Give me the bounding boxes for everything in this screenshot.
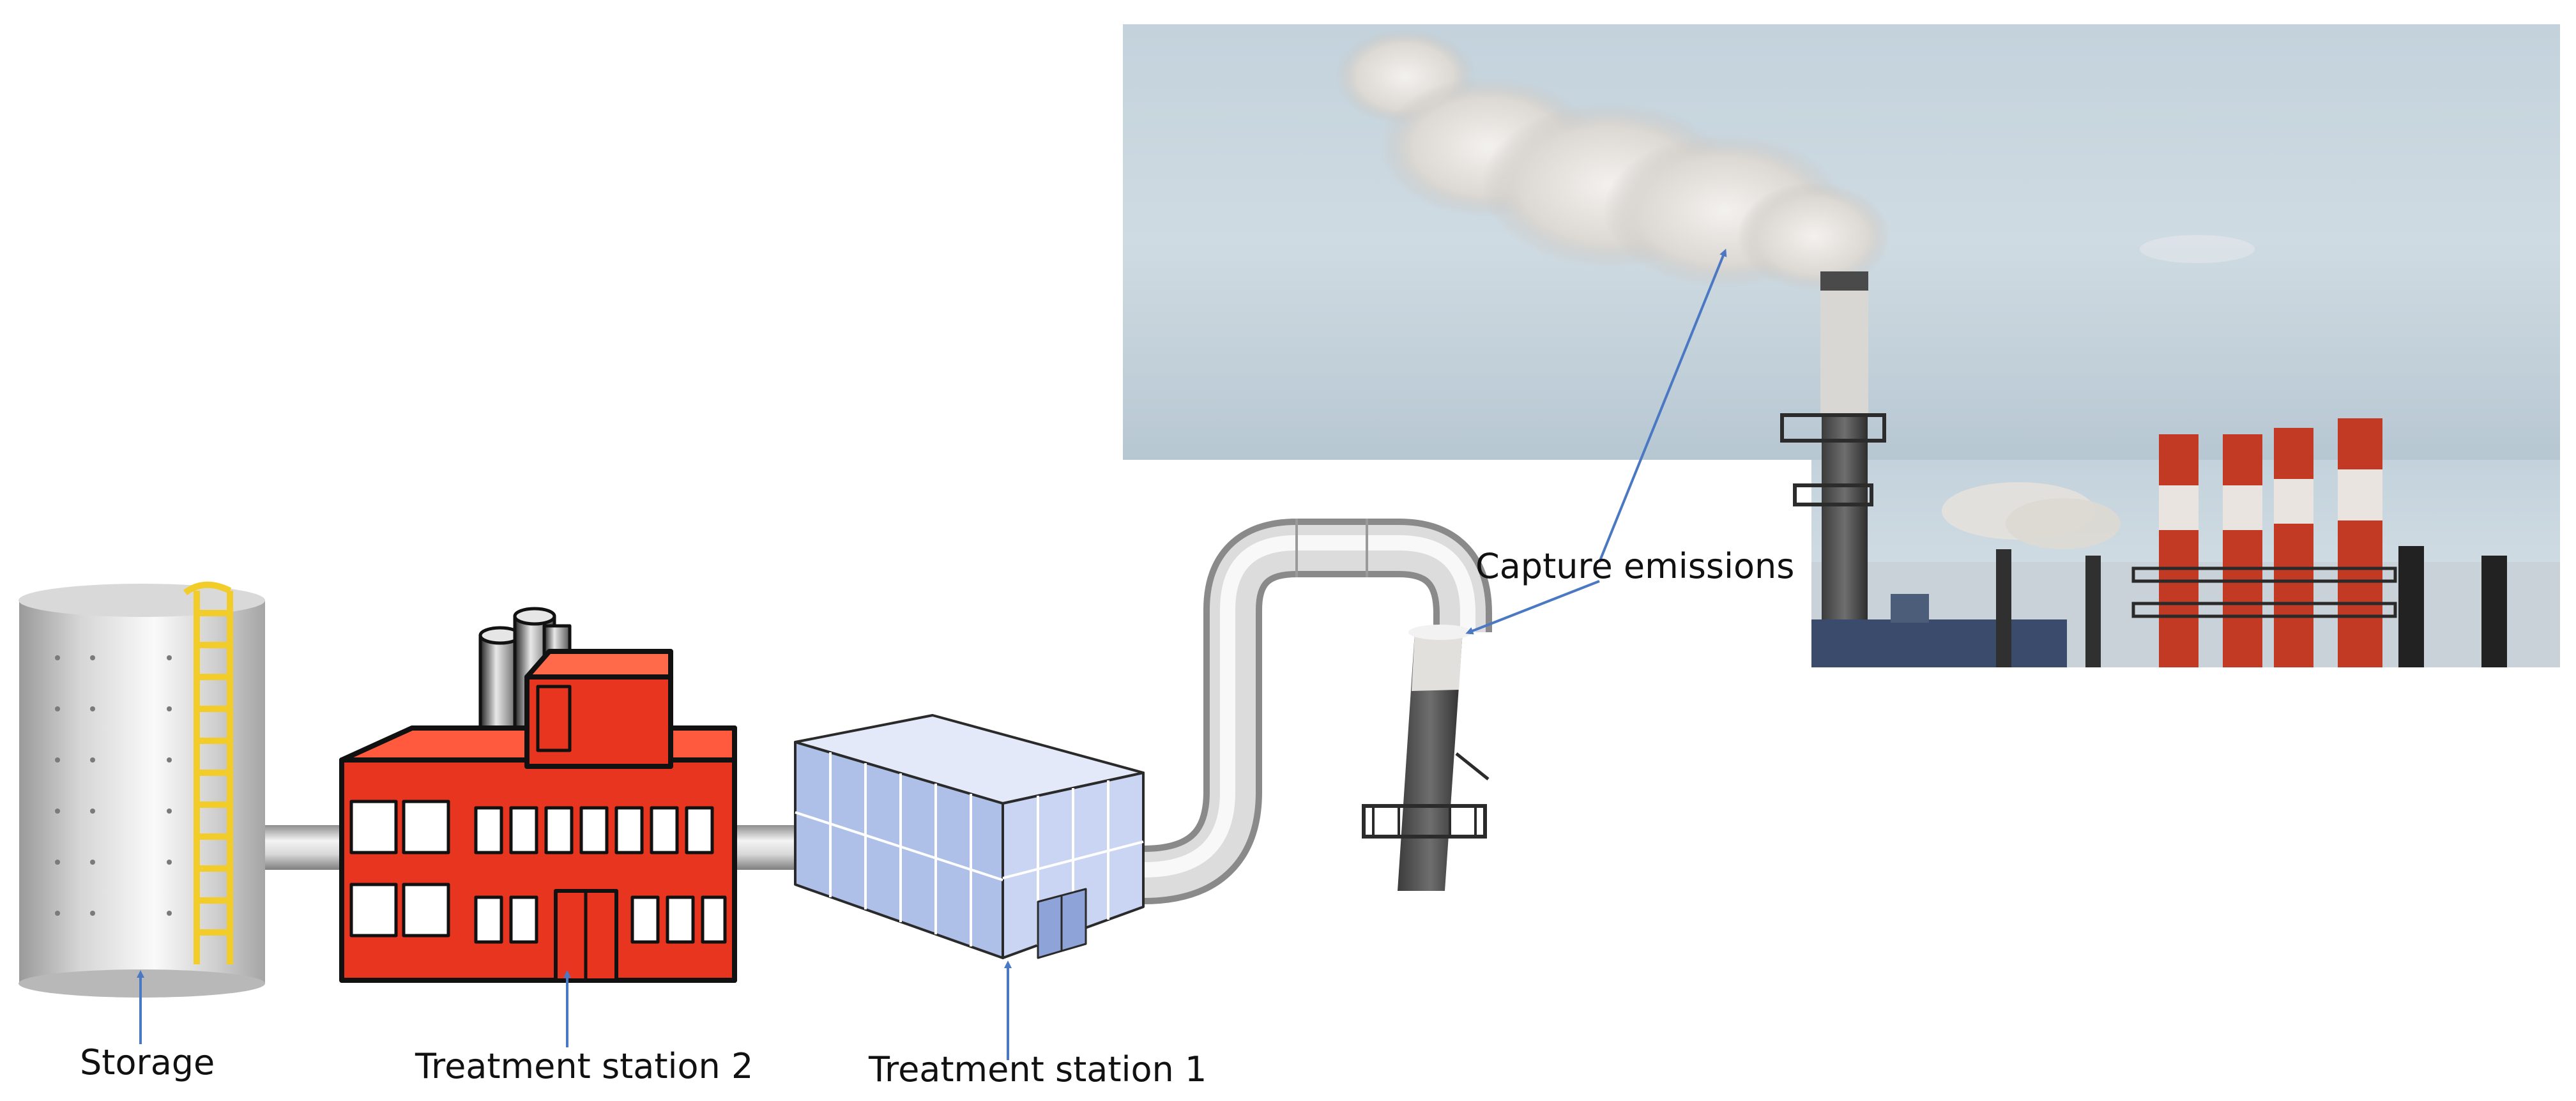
capture-emissions-photo-arrow bbox=[1598, 248, 1727, 563]
treatment-station-2-label: Treatment station 2 bbox=[415, 1046, 754, 1086]
capture-emissions-stack-arrow bbox=[1465, 580, 1600, 635]
blue-glass-building-icon bbox=[794, 714, 1145, 959]
connecting-pipes bbox=[262, 825, 805, 870]
capture-emissions-label: Capture emissions bbox=[1475, 546, 1795, 586]
pointer-arrows bbox=[137, 248, 1727, 1060]
red-factory-building-icon bbox=[339, 607, 737, 983]
storage-tank-icon bbox=[19, 581, 265, 998]
smokestack-emissions-photo bbox=[1123, 24, 2560, 667]
bent-pipe-icon bbox=[1142, 519, 1492, 904]
chimney-stack-icon bbox=[1362, 625, 1490, 891]
storage-label: Storage bbox=[80, 1042, 215, 1082]
treatment-station-1-label: Treatment station 1 bbox=[869, 1049, 1207, 1090]
